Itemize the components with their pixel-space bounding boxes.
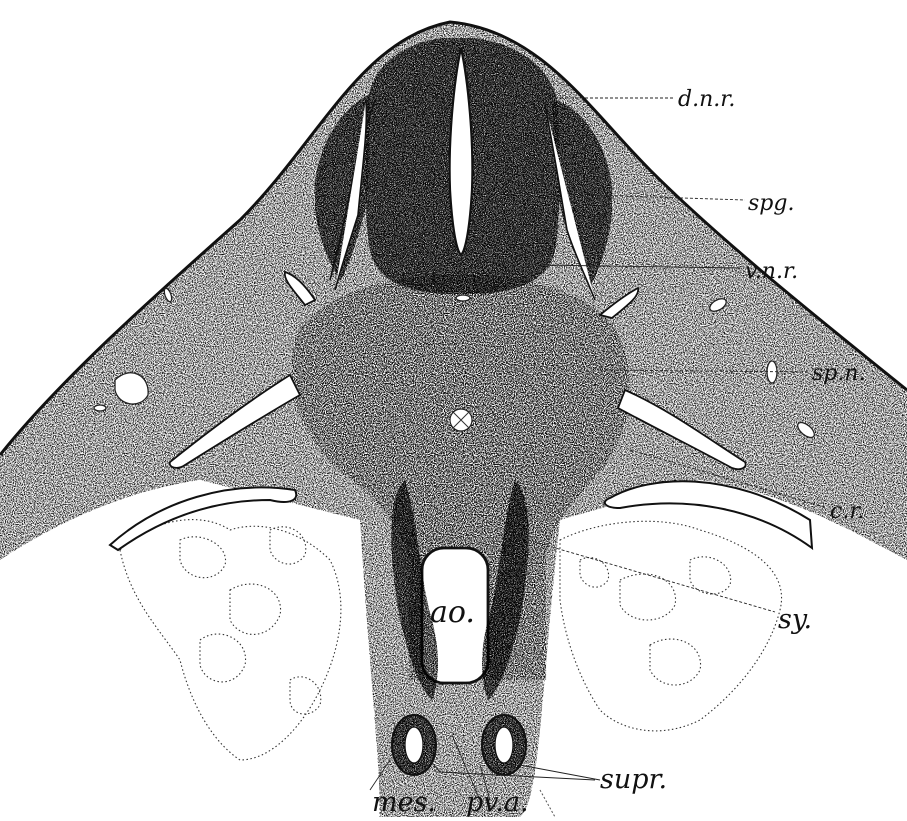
label-prevertebral-artery: pv.a. [466,787,529,817]
mesonephros-right [560,521,782,731]
label-suprarenal: supr. [600,764,667,795]
label-spinal-ganglion: spg. [748,191,794,216]
label-aorta: ao. [430,595,475,630]
label-mesentery: mes. [372,787,436,817]
mesonephros-left [120,520,341,760]
label-costal-rudiment: c.r. [830,499,864,524]
label-dorsal-nerve-root: d.n.r. [678,87,735,112]
label-spinal-nerve: sp.n. [812,361,866,386]
spinal-cord [366,38,559,294]
label-ventral-nerve-root: v.n.r. [745,259,798,284]
label-sympathetic: sy. [778,604,812,635]
